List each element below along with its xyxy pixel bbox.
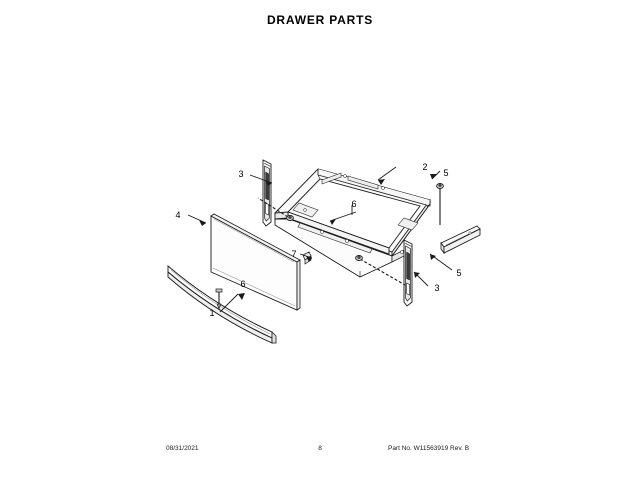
callout-arrowheads (199, 174, 437, 300)
page-footer: 08/31/2021 8 Part No. W11563919 Rev. B (0, 445, 640, 459)
callout-label-6-top-right: 5 (443, 168, 448, 178)
footer-page-number: 8 (318, 445, 322, 452)
callout-label-6-center: 6 (351, 199, 356, 209)
drawer-slide-rail-part-5 (440, 225, 481, 255)
drawer-box-part-2 (274, 168, 431, 278)
callout-label-5: 5 (456, 268, 461, 278)
callout-label-3-right: 3 (434, 283, 439, 293)
page-title: DRAWER PARTS (266, 13, 374, 27)
glide-bracket-right-part-3 (403, 239, 413, 307)
callout-label-7: 7 (291, 249, 296, 259)
exploded-view-illustration: 3 4 1 2 5 6 6 7 5 3 (167, 159, 481, 344)
glide-bracket-left-part-3 (262, 159, 272, 227)
callout-labels: 3 4 1 2 5 6 6 7 5 3 (175, 162, 461, 318)
drawer-parts-diagram: 3 4 1 2 5 6 6 7 5 3 (0, 40, 640, 430)
callout-label-1: 1 (209, 308, 214, 318)
screw-center-part-6 (355, 255, 406, 286)
screw-left-corner-part-6 (257, 197, 294, 221)
callout-label-2: 2 (422, 162, 427, 172)
callout-label-3-left: 3 (238, 169, 243, 179)
footer-part-number: Part No. W11563919 Rev. B (388, 445, 470, 452)
callout-label-6-handle: 6 (240, 279, 245, 289)
screw-handle-part-6 (215, 288, 223, 310)
footer-date: 08/31/2021 (166, 445, 199, 452)
callout-label-4: 4 (175, 210, 180, 220)
drawer-handle-part-1 (167, 265, 277, 344)
screw-top-right-part-6 (436, 183, 444, 225)
drawer-front-panel-part-4 (210, 213, 301, 311)
